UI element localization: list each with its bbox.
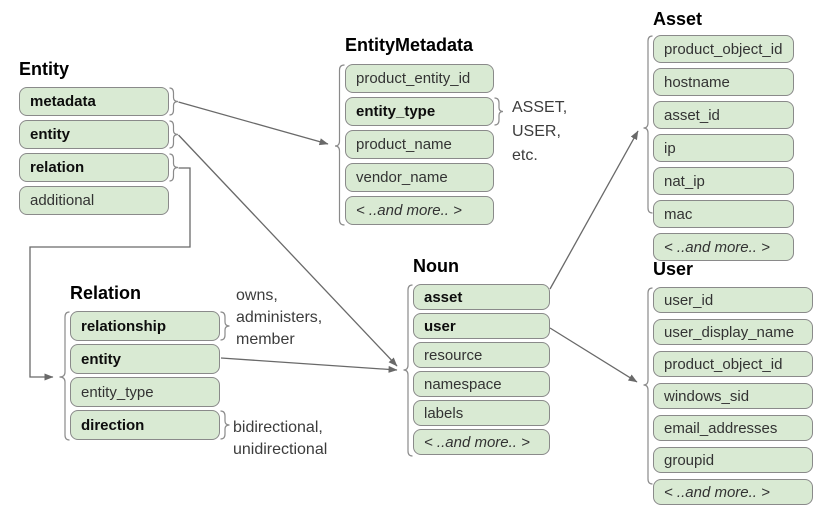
field-and-more: < ..and more.. > — [653, 233, 794, 261]
field-relationship: relationship — [70, 311, 220, 341]
user-table-title: User — [653, 259, 694, 279]
brace-entity-metadata-field — [169, 87, 179, 116]
field-product-object-id: product_object_id — [653, 351, 813, 377]
arrow-relation-to-relation-table — [29, 167, 191, 381]
field-ip: ip — [653, 134, 794, 162]
noun-field-list: asset user resource namespace labels < ..and … — [413, 284, 550, 455]
user-field-list: user_id user_display_name product_object_i… — [653, 287, 813, 505]
entity-table-title: Entity — [19, 59, 70, 79]
field-asset-id: asset_id — [653, 101, 794, 129]
field-hostname: hostname — [653, 68, 794, 96]
relation-table-title: Relation — [70, 283, 142, 303]
field-windows-sid: windows_sid — [653, 383, 813, 409]
brace-relation-left — [59, 311, 70, 441]
field-entity: entity — [70, 344, 220, 374]
field-mac: mac — [653, 200, 794, 228]
field-user: user — [413, 313, 550, 339]
entitymetadata-field-list: product_entity_id entity_type product_name… — [345, 64, 494, 225]
entity-field-list: metadata entity relation additional — [19, 87, 169, 215]
brace-direction-right — [220, 410, 230, 440]
brace-entity-entity-field — [169, 120, 179, 149]
brace-user-left — [643, 287, 653, 485]
arrow-metadata-to-entitymetadata — [178, 101, 329, 146]
field-metadata: metadata — [19, 87, 169, 116]
annotation-relationship-values: owns, administers, member — [236, 287, 323, 348]
brace-entitymetadata-left — [334, 64, 345, 226]
brace-entity-type-right — [494, 97, 504, 126]
annotation-entity-type-values: ASSET, USER, etc. — [512, 99, 568, 164]
field-additional: additional — [19, 186, 169, 215]
field-resource: resource — [413, 342, 550, 368]
noun-table: Noun asset user resource namespace labels < .… — [413, 255, 550, 455]
field-product-entity-id: product_entity_id — [345, 64, 494, 93]
field-entity-type: entity_type — [70, 377, 220, 407]
entity-table: Entity metadata entity relation additional — [19, 58, 169, 215]
field-namespace: namespace — [413, 371, 550, 397]
field-and-more: < ..and more.. > — [653, 479, 813, 505]
asset-table-title: Asset — [653, 9, 703, 29]
brace-relationship-right — [220, 311, 230, 341]
user-table: User user_id user_display_name product_obj… — [653, 258, 813, 505]
field-direction: direction — [70, 410, 220, 440]
field-vendor-name: vendor_name — [345, 163, 494, 192]
field-product-name: product_name — [345, 130, 494, 159]
field-product-object-id: product_object_id — [653, 35, 794, 63]
field-groupid: groupid — [653, 447, 813, 473]
field-asset: asset — [413, 284, 550, 310]
brace-noun-left — [403, 284, 413, 457]
brace-entity-relation-field — [169, 153, 179, 182]
field-relation: relation — [19, 153, 169, 182]
arrow-entity-to-noun — [178, 134, 398, 367]
field-nat-ip: nat_ip — [653, 167, 794, 195]
noun-table-title: Noun — [413, 256, 459, 276]
field-entity: entity — [19, 120, 169, 149]
field-user-display-name: user_display_name — [653, 319, 813, 345]
arrow-noun-user-to-user — [549, 327, 638, 383]
field-and-more: < ..and more.. > — [413, 429, 550, 455]
brace-asset-left — [643, 35, 653, 214]
annotation-direction-values: bidirectional, unidirectional — [233, 419, 328, 458]
field-email-addresses: email_addresses — [653, 415, 813, 441]
field-and-more: < ..and more.. > — [345, 196, 494, 225]
entitymetadata-table: EntityMetadata product_entity_id entity_t… — [345, 34, 494, 225]
entitymetadata-table-title: EntityMetadata — [345, 35, 474, 55]
arrow-noun-asset-to-asset — [549, 130, 639, 290]
field-entity-type: entity_type — [345, 97, 494, 126]
field-user-id: user_id — [653, 287, 813, 313]
arrow-relation-entity-to-noun — [220, 357, 398, 373]
field-labels: labels — [413, 400, 550, 426]
